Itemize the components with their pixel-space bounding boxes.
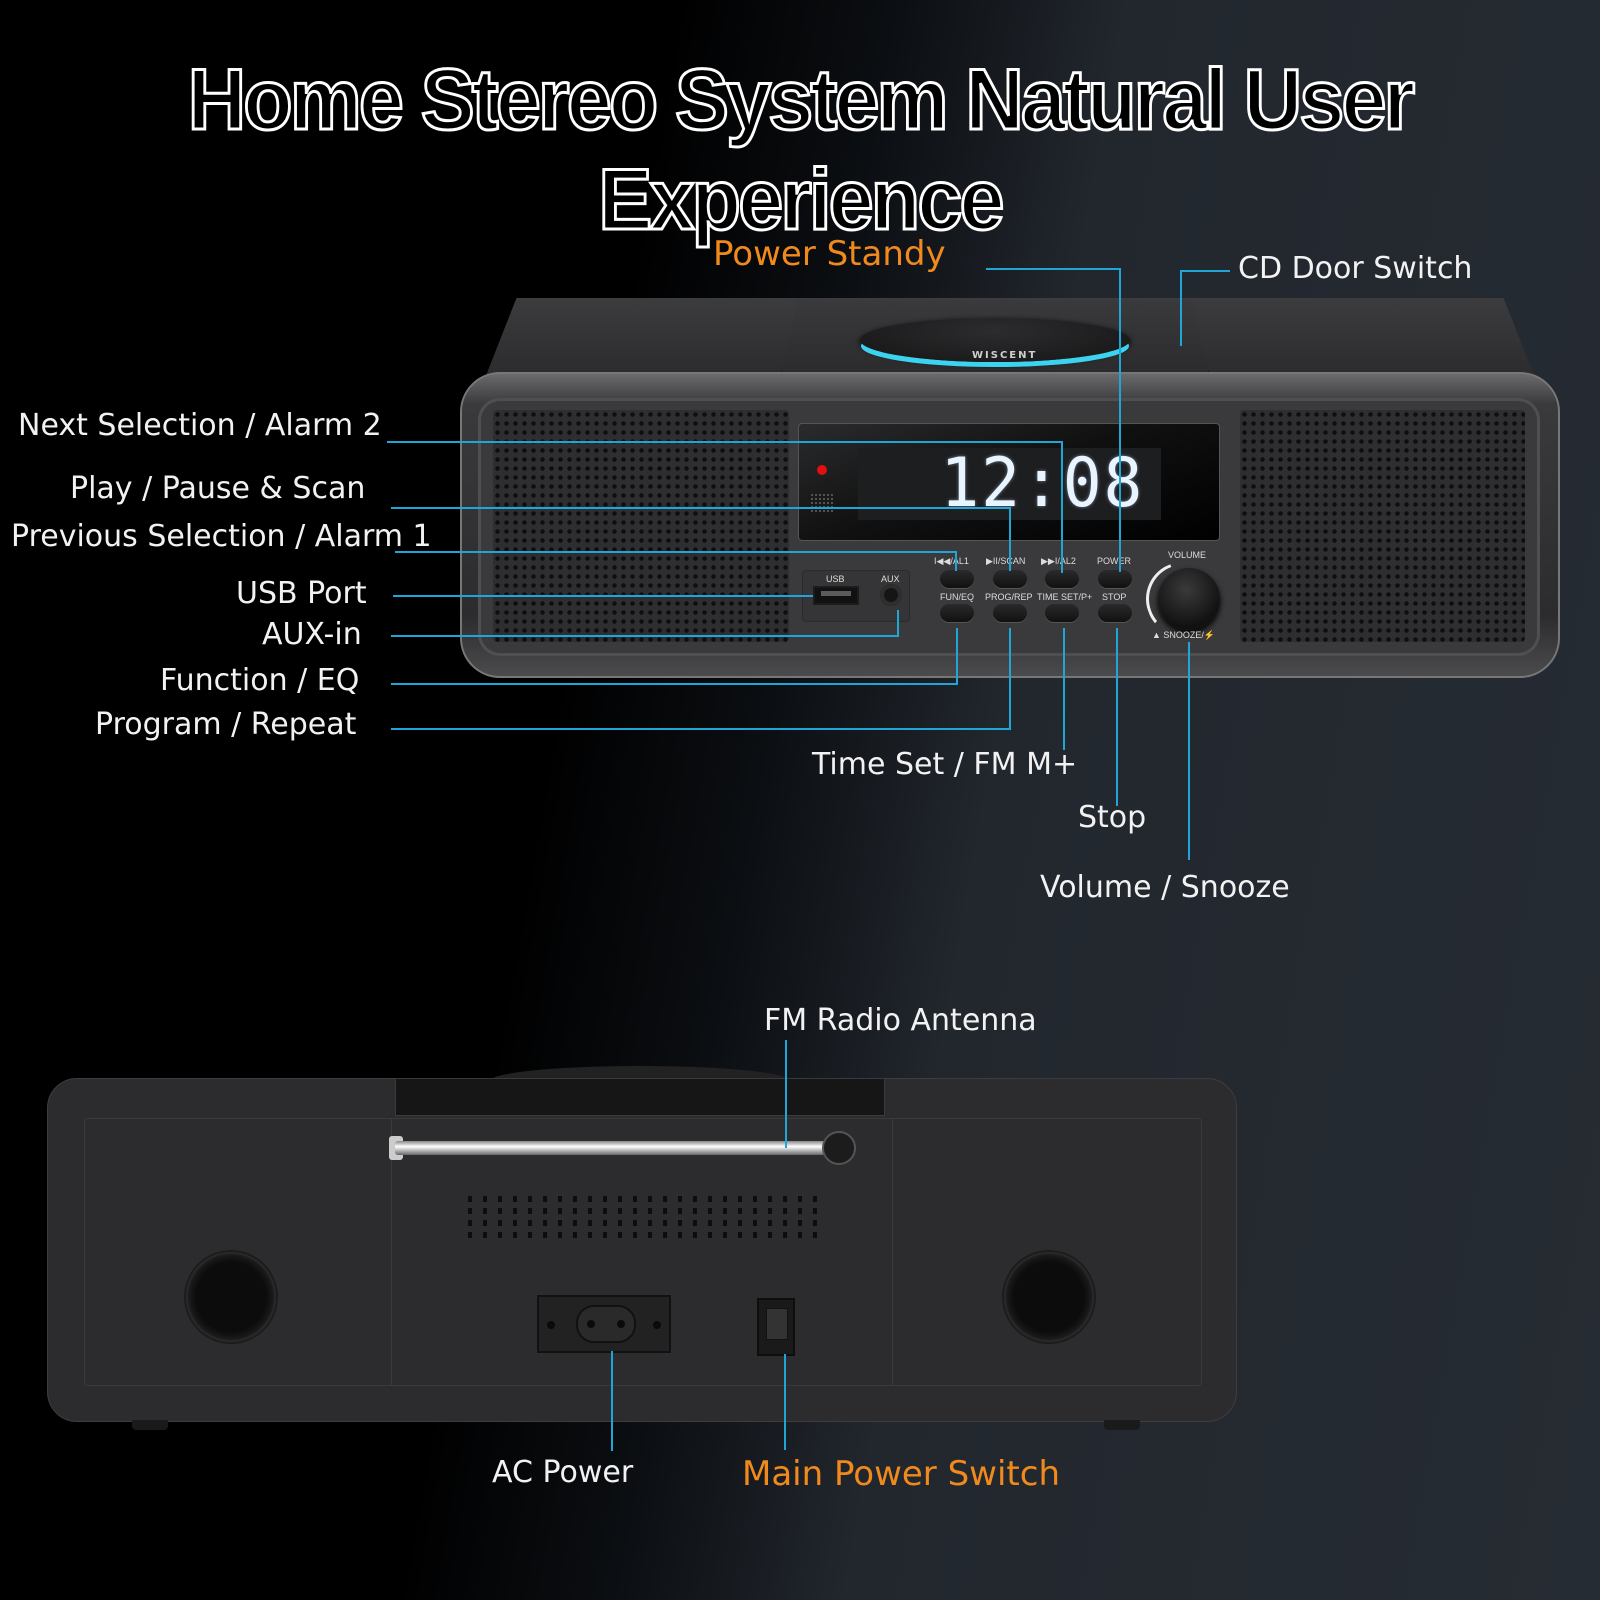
stop-label: STOP [1102, 592, 1127, 602]
ac-pin-icon [587, 1320, 595, 1328]
screw-icon [653, 1321, 661, 1329]
rear-divider [892, 1118, 893, 1386]
brand-logo: WISCENT [972, 350, 1038, 361]
left-speaker-grille [493, 410, 789, 642]
callout-cd-door-switch: CD Door Switch [1238, 251, 1473, 286]
callout-usb-port: USB Port [236, 576, 367, 611]
callout-line [955, 551, 957, 571]
callout-ac-power: AC Power [492, 1455, 634, 1490]
bass-port-right [1002, 1250, 1096, 1344]
callout-line [1188, 642, 1190, 860]
bass-port-left [184, 1250, 278, 1344]
callout-aux-in: AUX-in [262, 617, 362, 652]
rear-top-slot [395, 1078, 885, 1116]
antenna-base [822, 1131, 856, 1165]
callout-next-selection: Next Selection / Alarm 2 [18, 408, 382, 443]
power-button[interactable] [1098, 570, 1132, 588]
callout-line [1180, 270, 1182, 346]
callout-line [1116, 628, 1118, 806]
callout-previous-selection: Previous Selection / Alarm 1 [11, 519, 432, 554]
rear-divider [391, 1118, 392, 1386]
function-eq-button[interactable] [940, 604, 974, 622]
fun-eq-label: FUN/EQ [940, 592, 975, 602]
callout-line [1119, 268, 1121, 572]
volume-label: VOLUME [1168, 550, 1207, 560]
power-label: POWER [1097, 556, 1132, 566]
callout-line [391, 635, 899, 637]
right-speaker-grille [1240, 410, 1525, 642]
callout-line [1061, 441, 1063, 573]
callout-time-set-fm: Time Set / FM M+ [812, 747, 1078, 782]
fm-antenna[interactable] [395, 1141, 835, 1155]
callout-line [785, 1040, 787, 1148]
foot [132, 1420, 168, 1430]
callout-line [956, 628, 958, 685]
volume-snooze-knob[interactable] [1158, 568, 1220, 630]
page-title: Home Stereo System Natural User Experien… [186, 51, 1416, 250]
rear-vent [468, 1196, 818, 1244]
next-alarm2-button[interactable] [1045, 570, 1079, 588]
snooze-label: ▲ SNOOZE/⚡ [1152, 630, 1216, 640]
rear-inner-panel [84, 1118, 1202, 1386]
main-power-rocker-switch[interactable] [757, 1298, 795, 1356]
callout-line [391, 683, 958, 685]
callout-volume-snooze: Volume / Snooze [1040, 870, 1290, 905]
time-set-label: TIME SET/P+ [1037, 592, 1093, 602]
next-al2-label: ▶▶I/AL2 [1041, 556, 1076, 566]
ac-inlet-icon [576, 1305, 636, 1343]
prog-rep-label: PROG/REP [985, 592, 1033, 602]
aux-jack[interactable] [880, 584, 902, 606]
callout-line [395, 551, 957, 553]
callout-line [1009, 507, 1011, 571]
play-pause-scan-button[interactable] [993, 570, 1027, 588]
callout-play-pause-scan: Play / Pause & Scan [70, 471, 366, 506]
cd-disc-cover-icon [860, 318, 1130, 362]
callout-line [897, 610, 899, 637]
stop-button[interactable] [1098, 604, 1132, 622]
prev-alarm1-button[interactable] [940, 570, 974, 588]
prev-al1-label: I◀◀/AL1 [934, 556, 969, 566]
callout-main-power-switch: Main Power Switch [742, 1454, 1060, 1494]
clock-readout: 12:08 [940, 444, 1145, 523]
ac-pin-icon [617, 1320, 625, 1328]
callout-line [387, 441, 1062, 443]
callout-fm-antenna: FM Radio Antenna [764, 1003, 1037, 1038]
aux-label: AUX [881, 574, 900, 584]
callout-line [986, 268, 1120, 270]
usb-label: USB [826, 574, 845, 584]
callout-line [784, 1354, 786, 1450]
screw-icon [547, 1321, 555, 1329]
callout-line [1063, 628, 1065, 750]
callout-program-repeat: Program / Repeat [95, 707, 357, 742]
callout-power-standby: Power Standy [713, 234, 946, 274]
callout-line [1009, 628, 1011, 730]
callout-line [391, 507, 1011, 509]
ir-sensor-icon [810, 493, 834, 513]
foot [1104, 1420, 1140, 1430]
play-scan-label: ▶II/SCAN [986, 556, 1026, 566]
usb-port[interactable] [813, 586, 859, 605]
standby-led-icon [817, 465, 827, 475]
program-repeat-button[interactable] [993, 604, 1027, 622]
callout-line [393, 595, 813, 597]
time-set-button[interactable] [1045, 604, 1079, 622]
callout-stop: Stop [1078, 800, 1147, 835]
callout-function-eq: Function / EQ [160, 663, 360, 698]
callout-line [391, 728, 1011, 730]
callout-line [1180, 270, 1230, 272]
callout-line [611, 1351, 613, 1451]
